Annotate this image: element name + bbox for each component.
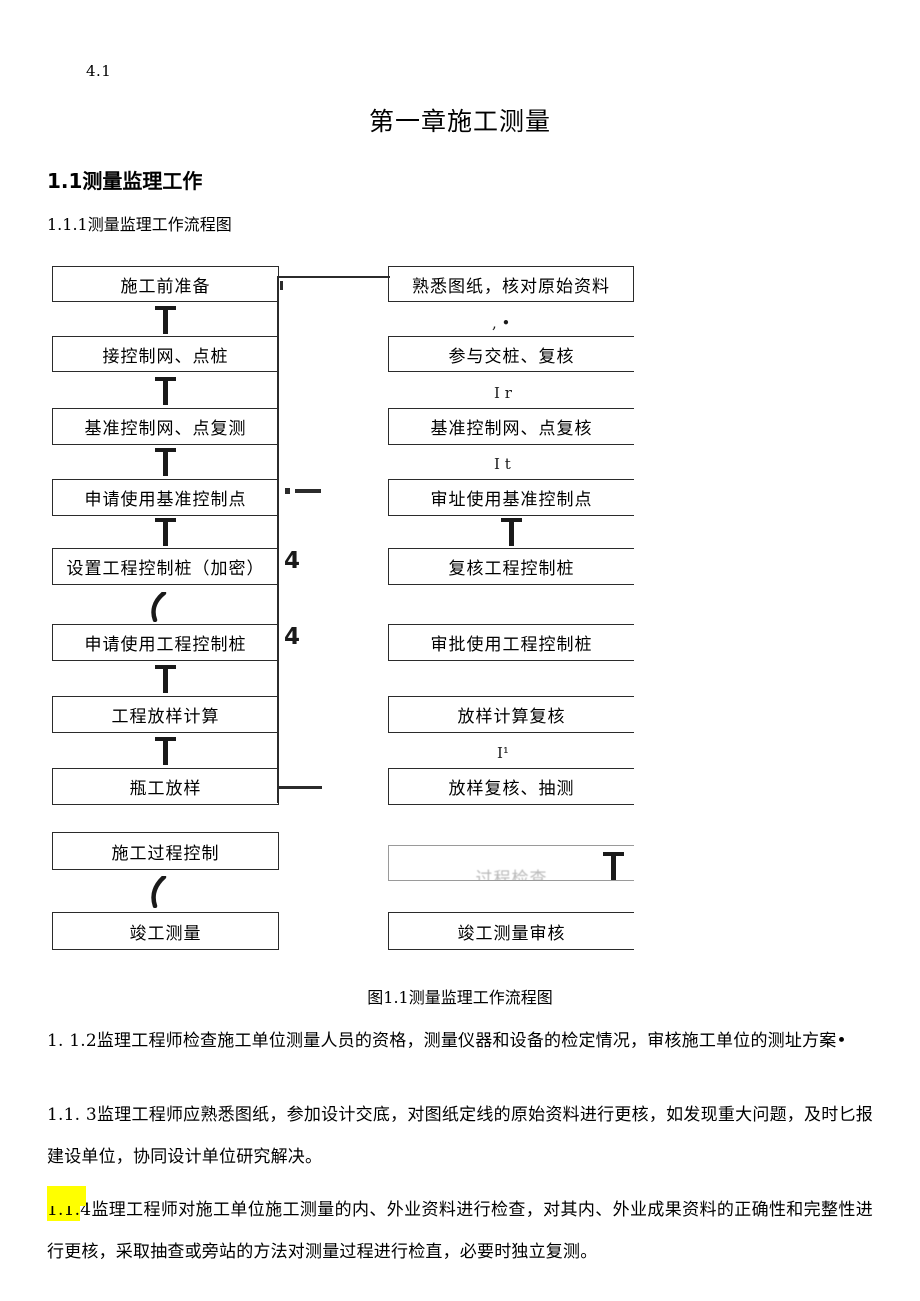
flow-connector-down-icon	[588, 852, 638, 880]
scan-artifact-four-a: 4	[284, 548, 301, 574]
flow-box-right-1[interactable]: 熟悉图纸，核对原始资料	[388, 266, 634, 302]
scan-artifact-it: I t	[494, 455, 511, 473]
highlighted-clause: 1.1.	[47, 1198, 81, 1221]
flow-box-label: 工程放样计算	[111, 707, 220, 727]
scan-artifact-comma-dot: , •	[492, 314, 511, 332]
flow-box-right-6[interactable]: 审批使用工程控制桩	[388, 624, 634, 661]
flow-box-label: 基准控制网、点复测	[84, 419, 247, 439]
flow-box-label: 基准控制网、点复核	[430, 419, 593, 439]
figure-caption: 图1.1测量监理工作流程图	[367, 988, 553, 1007]
flow-box-right-3[interactable]: 基准控制网、点复核	[388, 408, 634, 445]
flow-box-right-10[interactable]: 竣工测量审核	[388, 912, 634, 950]
flow-connector-down-icon	[140, 665, 190, 693]
body-paragraph-1: 1. 1.2监理工程师检查施工单位测量人员的资格，测量仪器和设备的检定情况，审核…	[47, 1031, 847, 1051]
flow-box-left-9[interactable]: 施工过程控制	[52, 832, 279, 870]
flow-box-label: 申请使用基准控制点	[84, 490, 247, 510]
flow-box-left-4[interactable]: 申请使用基准控制点	[52, 479, 279, 516]
flow-box-left-10[interactable]: 竣工测量	[52, 912, 279, 950]
scan-artifact-i1: I¹	[497, 744, 509, 762]
flow-box-left-8[interactable]: 瓶工放样	[52, 768, 279, 805]
flow-connector-down-icon	[486, 518, 536, 546]
flow-box-label: 参与交桩、复核	[448, 346, 575, 367]
flow-link-top-horizontal	[277, 276, 390, 278]
flow-box-label: 竣工测量审核	[457, 923, 566, 944]
flow-spine-vertical	[277, 276, 279, 803]
section-heading: 1.1测量监理工作	[47, 169, 203, 193]
flow-box-right-4[interactable]: 审址使用基准控制点	[388, 479, 634, 516]
flow-box-label: 设置工程控制桩（加密）	[66, 559, 265, 579]
flow-box-label: 过程检查	[475, 869, 548, 881]
flow-box-label: 施工前准备	[120, 276, 211, 297]
flow-box-label: 竣工测量	[129, 923, 202, 944]
flow-box-left-2[interactable]: 接控制网、点桩	[52, 336, 279, 372]
body-paragraph-3-rest: 4监理工程师对施工单位施工测量的内、外业资料进行检查，对其内、外业成果资料的正确…	[47, 1200, 873, 1262]
subsection-heading: 1.1.1测量监理工作流程图	[47, 215, 232, 234]
flow-tick-mid	[285, 488, 290, 494]
flow-connector-down-icon	[140, 518, 190, 546]
flow-box-left-6[interactable]: 申请使用工程控制桩	[52, 624, 279, 661]
flow-connector-down-icon	[140, 448, 190, 476]
flow-box-label: 审址使用基准控制点	[430, 490, 593, 510]
flow-box-label: 放样计算复核	[457, 707, 566, 727]
flow-connector-curve-icon	[142, 590, 182, 623]
flow-box-label: 复核工程控制桩	[448, 559, 575, 579]
body-paragraph-3: 1.1.4监理工程师对施工单位施工测量的内、外业资料进行检查，对其内、外业成果资…	[47, 1189, 873, 1273]
flow-box-left-3[interactable]: 基准控制网、点复测	[52, 408, 279, 445]
scan-artifact-four-b: 4	[284, 624, 301, 650]
flow-box-label: 熟悉图纸，核对原始资料	[412, 276, 610, 297]
flow-box-left-1[interactable]: 施工前准备	[52, 266, 279, 302]
flow-box-right-2[interactable]: 参与交桩、复核	[388, 336, 634, 372]
flow-box-label: 审批使用工程控制桩	[430, 635, 593, 655]
header-page-number: 4.1	[86, 62, 112, 80]
flow-box-label: 接控制网、点桩	[102, 346, 229, 367]
flow-box-right-9[interactable]: 过程检查	[388, 845, 634, 881]
flow-connector-curve-icon	[142, 874, 182, 909]
flow-connector-down-icon	[140, 377, 190, 405]
flow-connector-down-icon	[140, 306, 190, 334]
flow-box-right-5[interactable]: 复核工程控制桩	[388, 548, 634, 585]
flow-box-label: 放样复核、抽测	[448, 779, 575, 799]
body-paragraph-2: 1.1. 3监理工程师应熟悉图纸，参加设计交底，对图纸定线的原始资料进行更核，如…	[47, 1105, 873, 1167]
flow-tick-top	[280, 281, 283, 290]
flow-box-label: 瓶工放样	[129, 779, 202, 799]
scan-artifact-ir: I r	[494, 384, 512, 402]
flow-box-label: 施工过程控制	[111, 843, 220, 864]
flow-connector-down-icon	[140, 737, 190, 765]
flow-box-right-8[interactable]: 放样复核、抽测	[388, 768, 634, 805]
flow-link-bottom-horizontal	[279, 786, 322, 789]
flow-box-left-7[interactable]: 工程放样计算	[52, 696, 279, 733]
flow-box-left-5[interactable]: 设置工程控制桩（加密）	[52, 548, 279, 585]
flow-box-right-7[interactable]: 放样计算复核	[388, 696, 634, 733]
flow-box-label: 申请使用工程控制桩	[84, 635, 247, 655]
flow-dash-mid	[295, 489, 321, 493]
page-title: 第一章施工测量	[368, 107, 551, 136]
